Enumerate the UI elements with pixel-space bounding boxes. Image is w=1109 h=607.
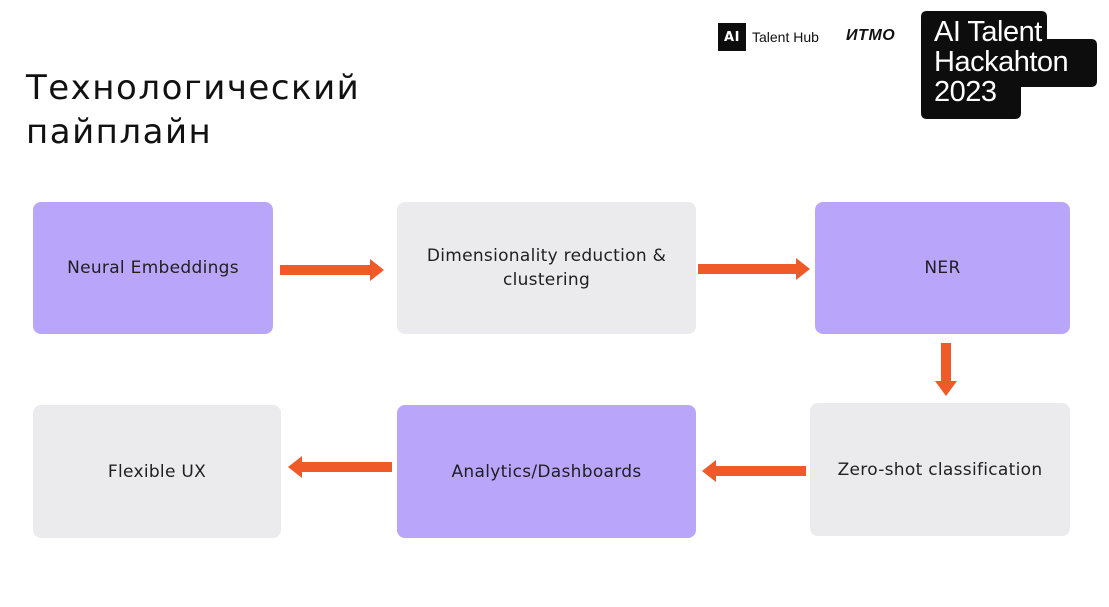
hackathon-logo: AI Talent Hackahton 2023 [921,11,1101,119]
step-ner: NER [815,202,1070,334]
arrow-analytics-to-ux [288,456,392,478]
arrow-zeroshot-to-analytics [702,460,806,482]
page-title-line-2: пайплайн [26,112,213,152]
step-dimensionality-reduction: Dimensionality reduction & clustering [397,202,696,334]
hackathon-line-1: AI Talent [934,16,1042,48]
hackathon-line-3: 2023 [934,76,997,108]
step-label: Zero-shot classification [837,459,1043,480]
talent-hub-text: Talent Hub [752,29,819,45]
step-neural-embeddings: Neural Embeddings [33,202,273,334]
page-title-line-1: Технологический [26,68,361,108]
step-label: Neural Embeddings [67,258,239,278]
itmo-logo: ИТМО [846,27,896,44]
hackathon-logo-background [921,11,1097,119]
step-analytics-dashboards: Analytics/Dashboards [397,405,696,538]
hackathon-logo-text: AI Talent Hackahton 2023 [934,16,1069,108]
step-label: Dimensionality reduction & clustering [426,246,667,290]
step-label: NER [924,258,961,278]
step-flexible-ux: Flexible UX [33,405,281,538]
ai-talent-hub-logo: AI Talent Hub [718,23,819,51]
arrow-dimred-to-ner [698,258,810,280]
step-zero-shot-classification: Zero-shot classification [810,403,1070,536]
arrow-ner-to-zeroshot [935,343,957,396]
page-title: Технологический пайплайн [26,66,446,154]
arrow-embeddings-to-dimred [280,259,384,281]
step-label: Analytics/Dashboards [451,461,642,482]
ai-badge: AI [718,23,746,51]
step-label: Flexible UX [107,461,207,482]
hackathon-line-2: Hackahton [934,46,1069,78]
